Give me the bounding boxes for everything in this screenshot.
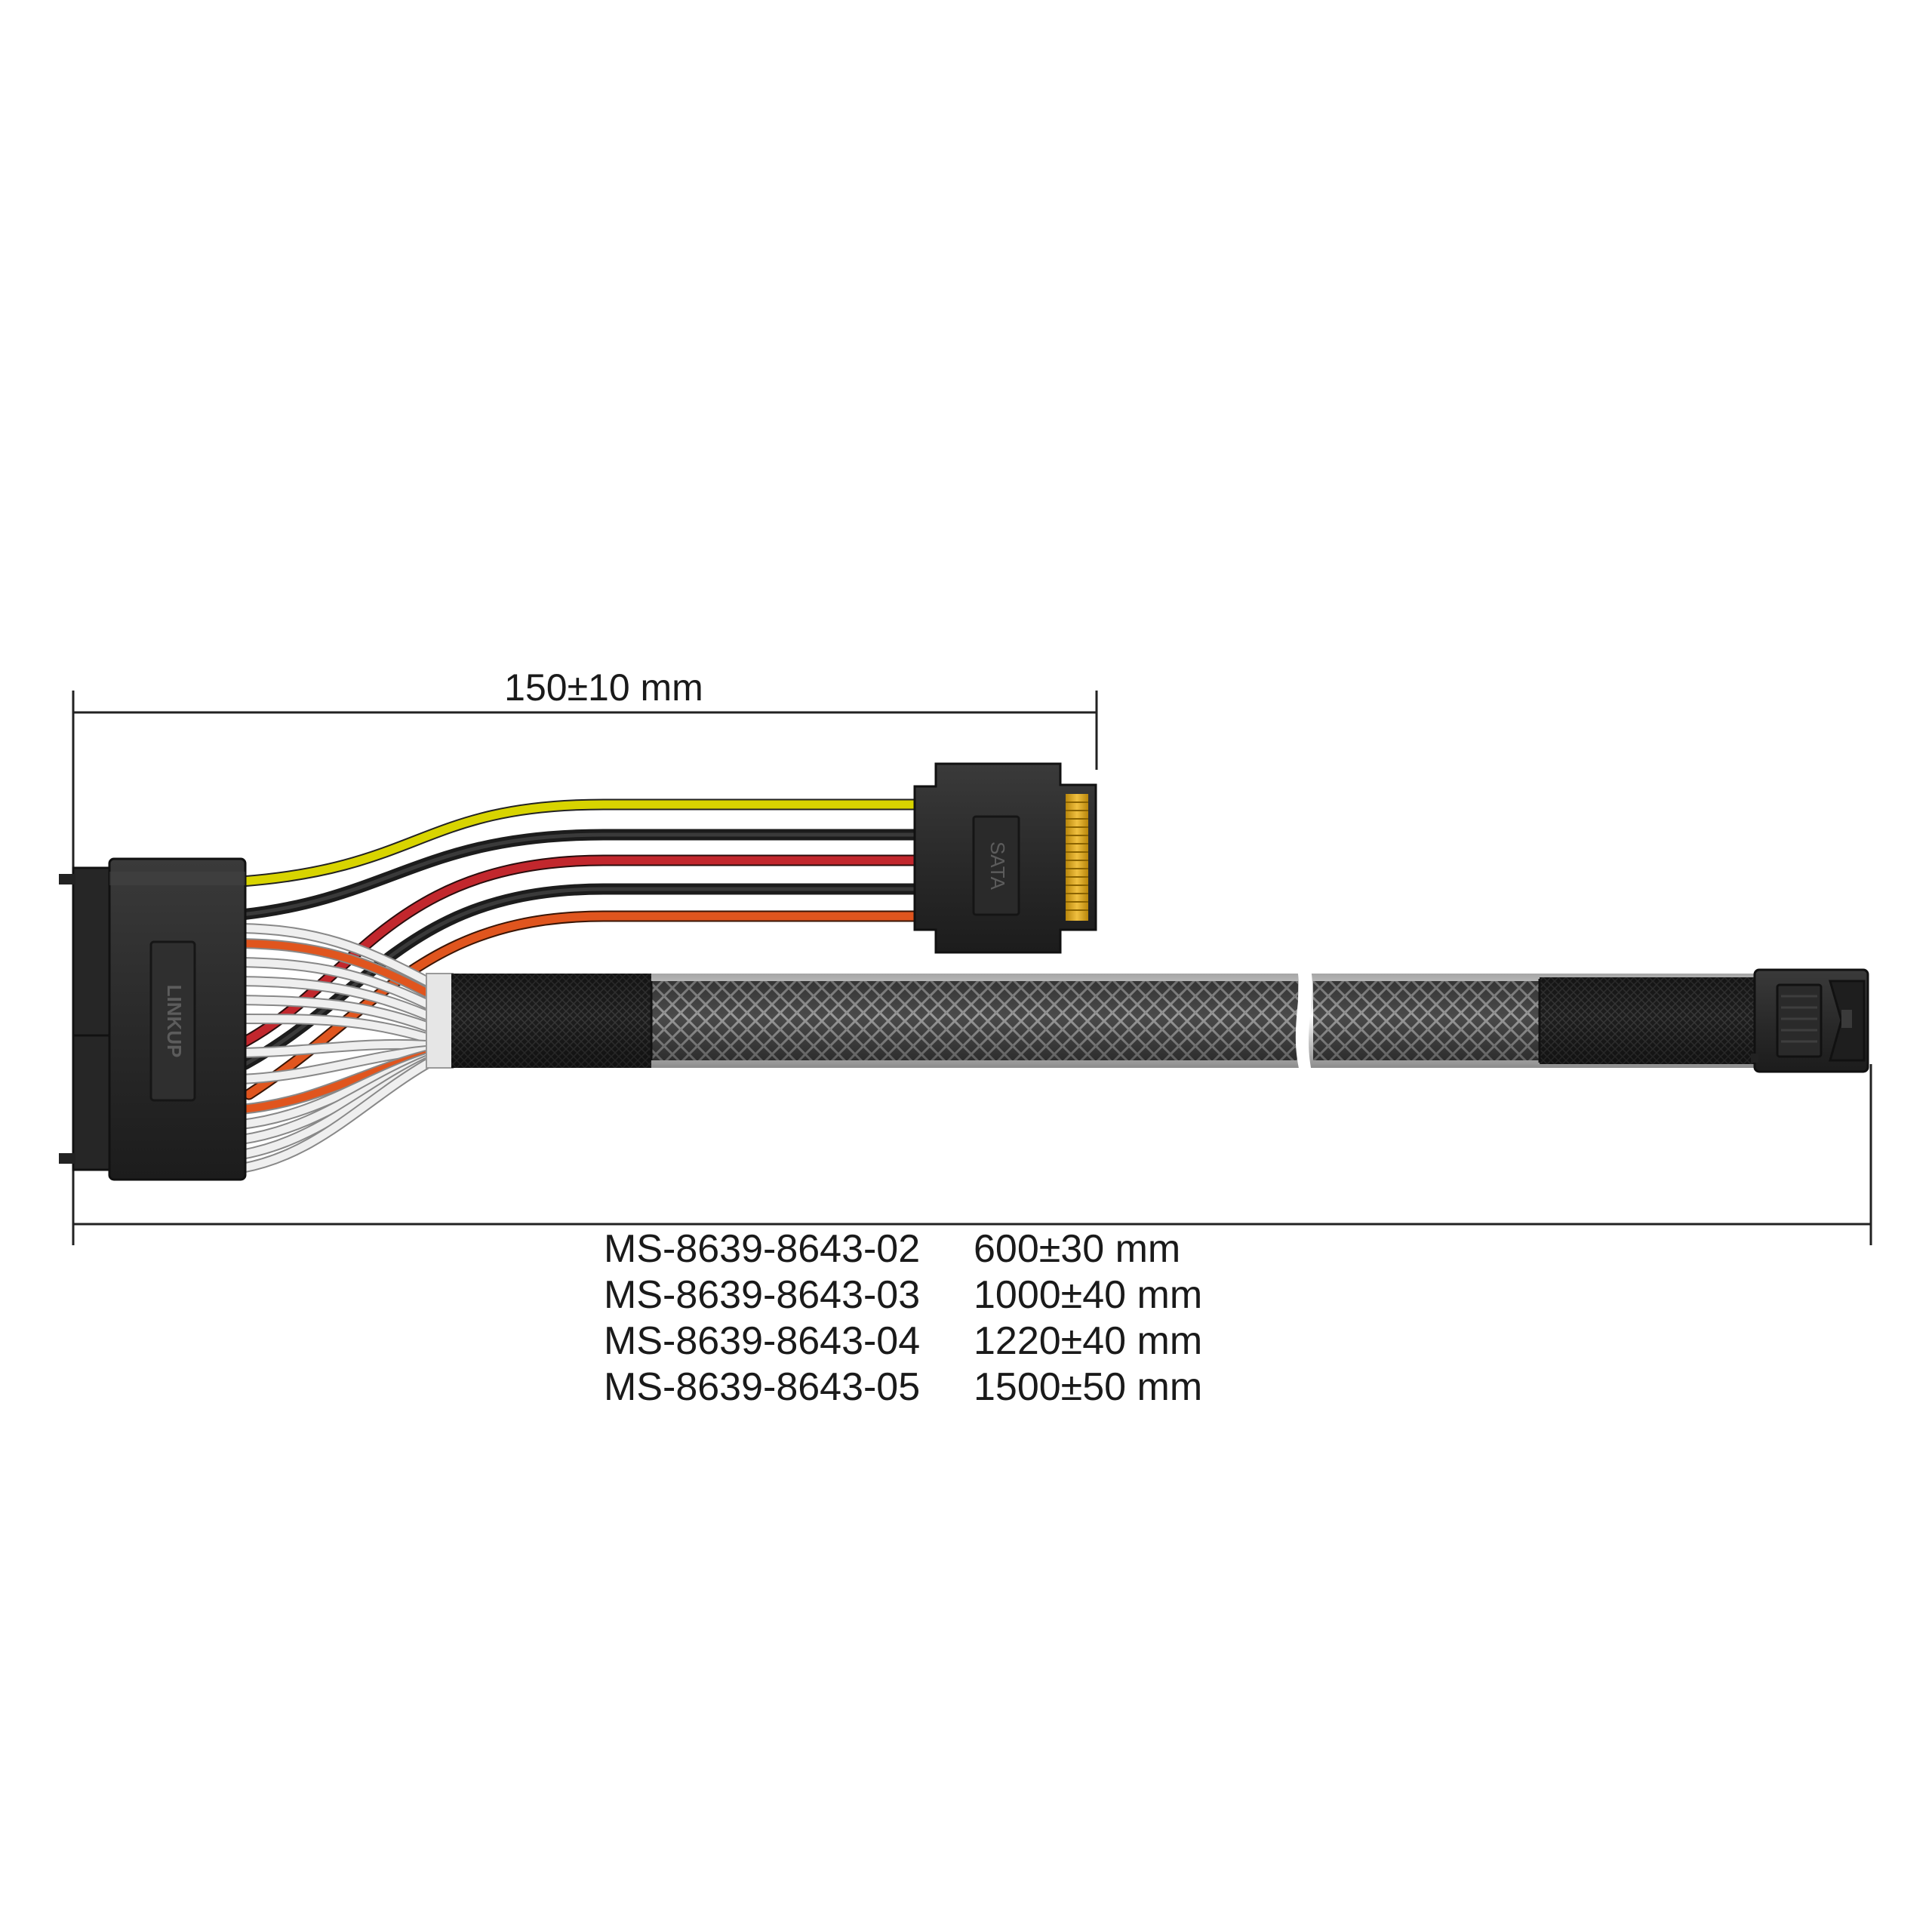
variant-row: MS-8639-8643-05 1500±50 mm: [604, 1364, 1202, 1411]
variant-row: MS-8639-8643-03 1000±40 mm: [604, 1272, 1202, 1318]
u2-brand-plate: [149, 940, 196, 1102]
bottom-dimension: [72, 1064, 1872, 1245]
variant-part-number: MS-8639-8643-04: [604, 1319, 921, 1363]
sff8643-latch: [1776, 983, 1823, 1058]
black-wire-1: [235, 829, 921, 921]
sata-label: SATA: [986, 841, 1009, 891]
variant-length: 1500±50 mm: [974, 1365, 1203, 1409]
yellow-wire: [235, 798, 921, 888]
data-wires: [236, 923, 432, 1174]
variant-length: 600±30 mm: [974, 1227, 1181, 1271]
braided-cable: [426, 966, 1755, 1072]
variant-length: 1000±40 mm: [974, 1273, 1203, 1317]
variant-row: MS-8639-8643-04 1220±40 mm: [604, 1318, 1202, 1364]
sata-label-plate: [972, 815, 1020, 916]
variant-part-number: MS-8639-8643-02: [604, 1227, 921, 1271]
sata-power-connector: SATA: [913, 762, 1097, 954]
variant-length-table: MS-8639-8643-02 600±30 mm MS-8639-8643-0…: [604, 1226, 1202, 1411]
u2-mating-face: [72, 866, 112, 1171]
variant-part-number: MS-8639-8643-03: [604, 1273, 921, 1317]
variant-row: MS-8639-8643-02 600±30 mm: [604, 1226, 1202, 1272]
cable-break: [1295, 966, 1312, 1072]
sff8643-connector: [1751, 968, 1869, 1073]
cable-white-collar: [426, 973, 454, 1069]
variant-part-number: MS-8639-8643-05: [604, 1365, 921, 1409]
u2-brand-label: LINKUP: [163, 985, 186, 1058]
sata-gold-pins: [1066, 794, 1088, 921]
top-dimension: 150±10 mm: [72, 666, 1098, 872]
u2-connector: LINKUP: [59, 857, 247, 1181]
top-dim-label: 150±10 mm: [504, 666, 703, 709]
variant-length: 1220±40 mm: [974, 1319, 1203, 1363]
